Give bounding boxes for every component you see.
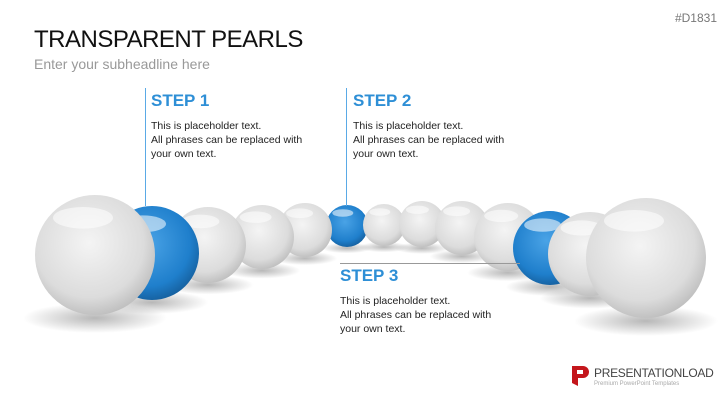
- step2-connector: [346, 88, 347, 206]
- step-title: STEP 1: [151, 91, 210, 110]
- page-title: TRANSPARENT PEARLS: [34, 26, 303, 53]
- step1-connector: [145, 88, 146, 206]
- page-subtitle: Enter your subheadline here: [34, 56, 210, 72]
- pearl-shadow: [223, 262, 301, 279]
- logo-icon: [572, 366, 589, 386]
- step-text: This is placeholder text.All phrases can…: [353, 120, 505, 160]
- step3-connector: [340, 263, 520, 264]
- pearl-highlight: [484, 209, 519, 223]
- pearl-shadow: [574, 306, 718, 336]
- pearl-highlight: [332, 209, 354, 217]
- step-2: STEP 2 This is placeholder text.All phra…: [353, 91, 504, 161]
- step-text: This is placeholder text.All phrases can…: [151, 120, 303, 160]
- pearl-shadow: [23, 303, 167, 333]
- step-text: This is placeholder text.All phrases can…: [340, 295, 492, 335]
- pearl-shadow: [272, 251, 338, 266]
- pearl-highlight: [604, 210, 664, 232]
- pearl-shadow: [321, 242, 373, 254]
- pearl-shadow: [394, 242, 450, 254]
- pearl-highlight: [524, 218, 562, 232]
- step-1: STEP 1 This is placeholder text.All phra…: [151, 91, 302, 161]
- pearl-highlight: [369, 208, 391, 216]
- step-title: STEP 3: [340, 266, 399, 285]
- pearl-highlight: [239, 211, 272, 223]
- step-title: STEP 2: [353, 91, 412, 110]
- pearl-highlight: [181, 214, 220, 229]
- pearl-highlight: [443, 206, 471, 217]
- pearl-highlight: [405, 205, 429, 214]
- slide-code: #D1831: [674, 11, 717, 25]
- presentationload-logo: PRESENTATIONLOAD Premium PowerPoint Temp…: [570, 364, 714, 393]
- pearl-highlight: [53, 207, 113, 229]
- pearl-highlight: [286, 208, 314, 219]
- step-3: STEP 3 This is placeholder text.All phra…: [340, 266, 491, 336]
